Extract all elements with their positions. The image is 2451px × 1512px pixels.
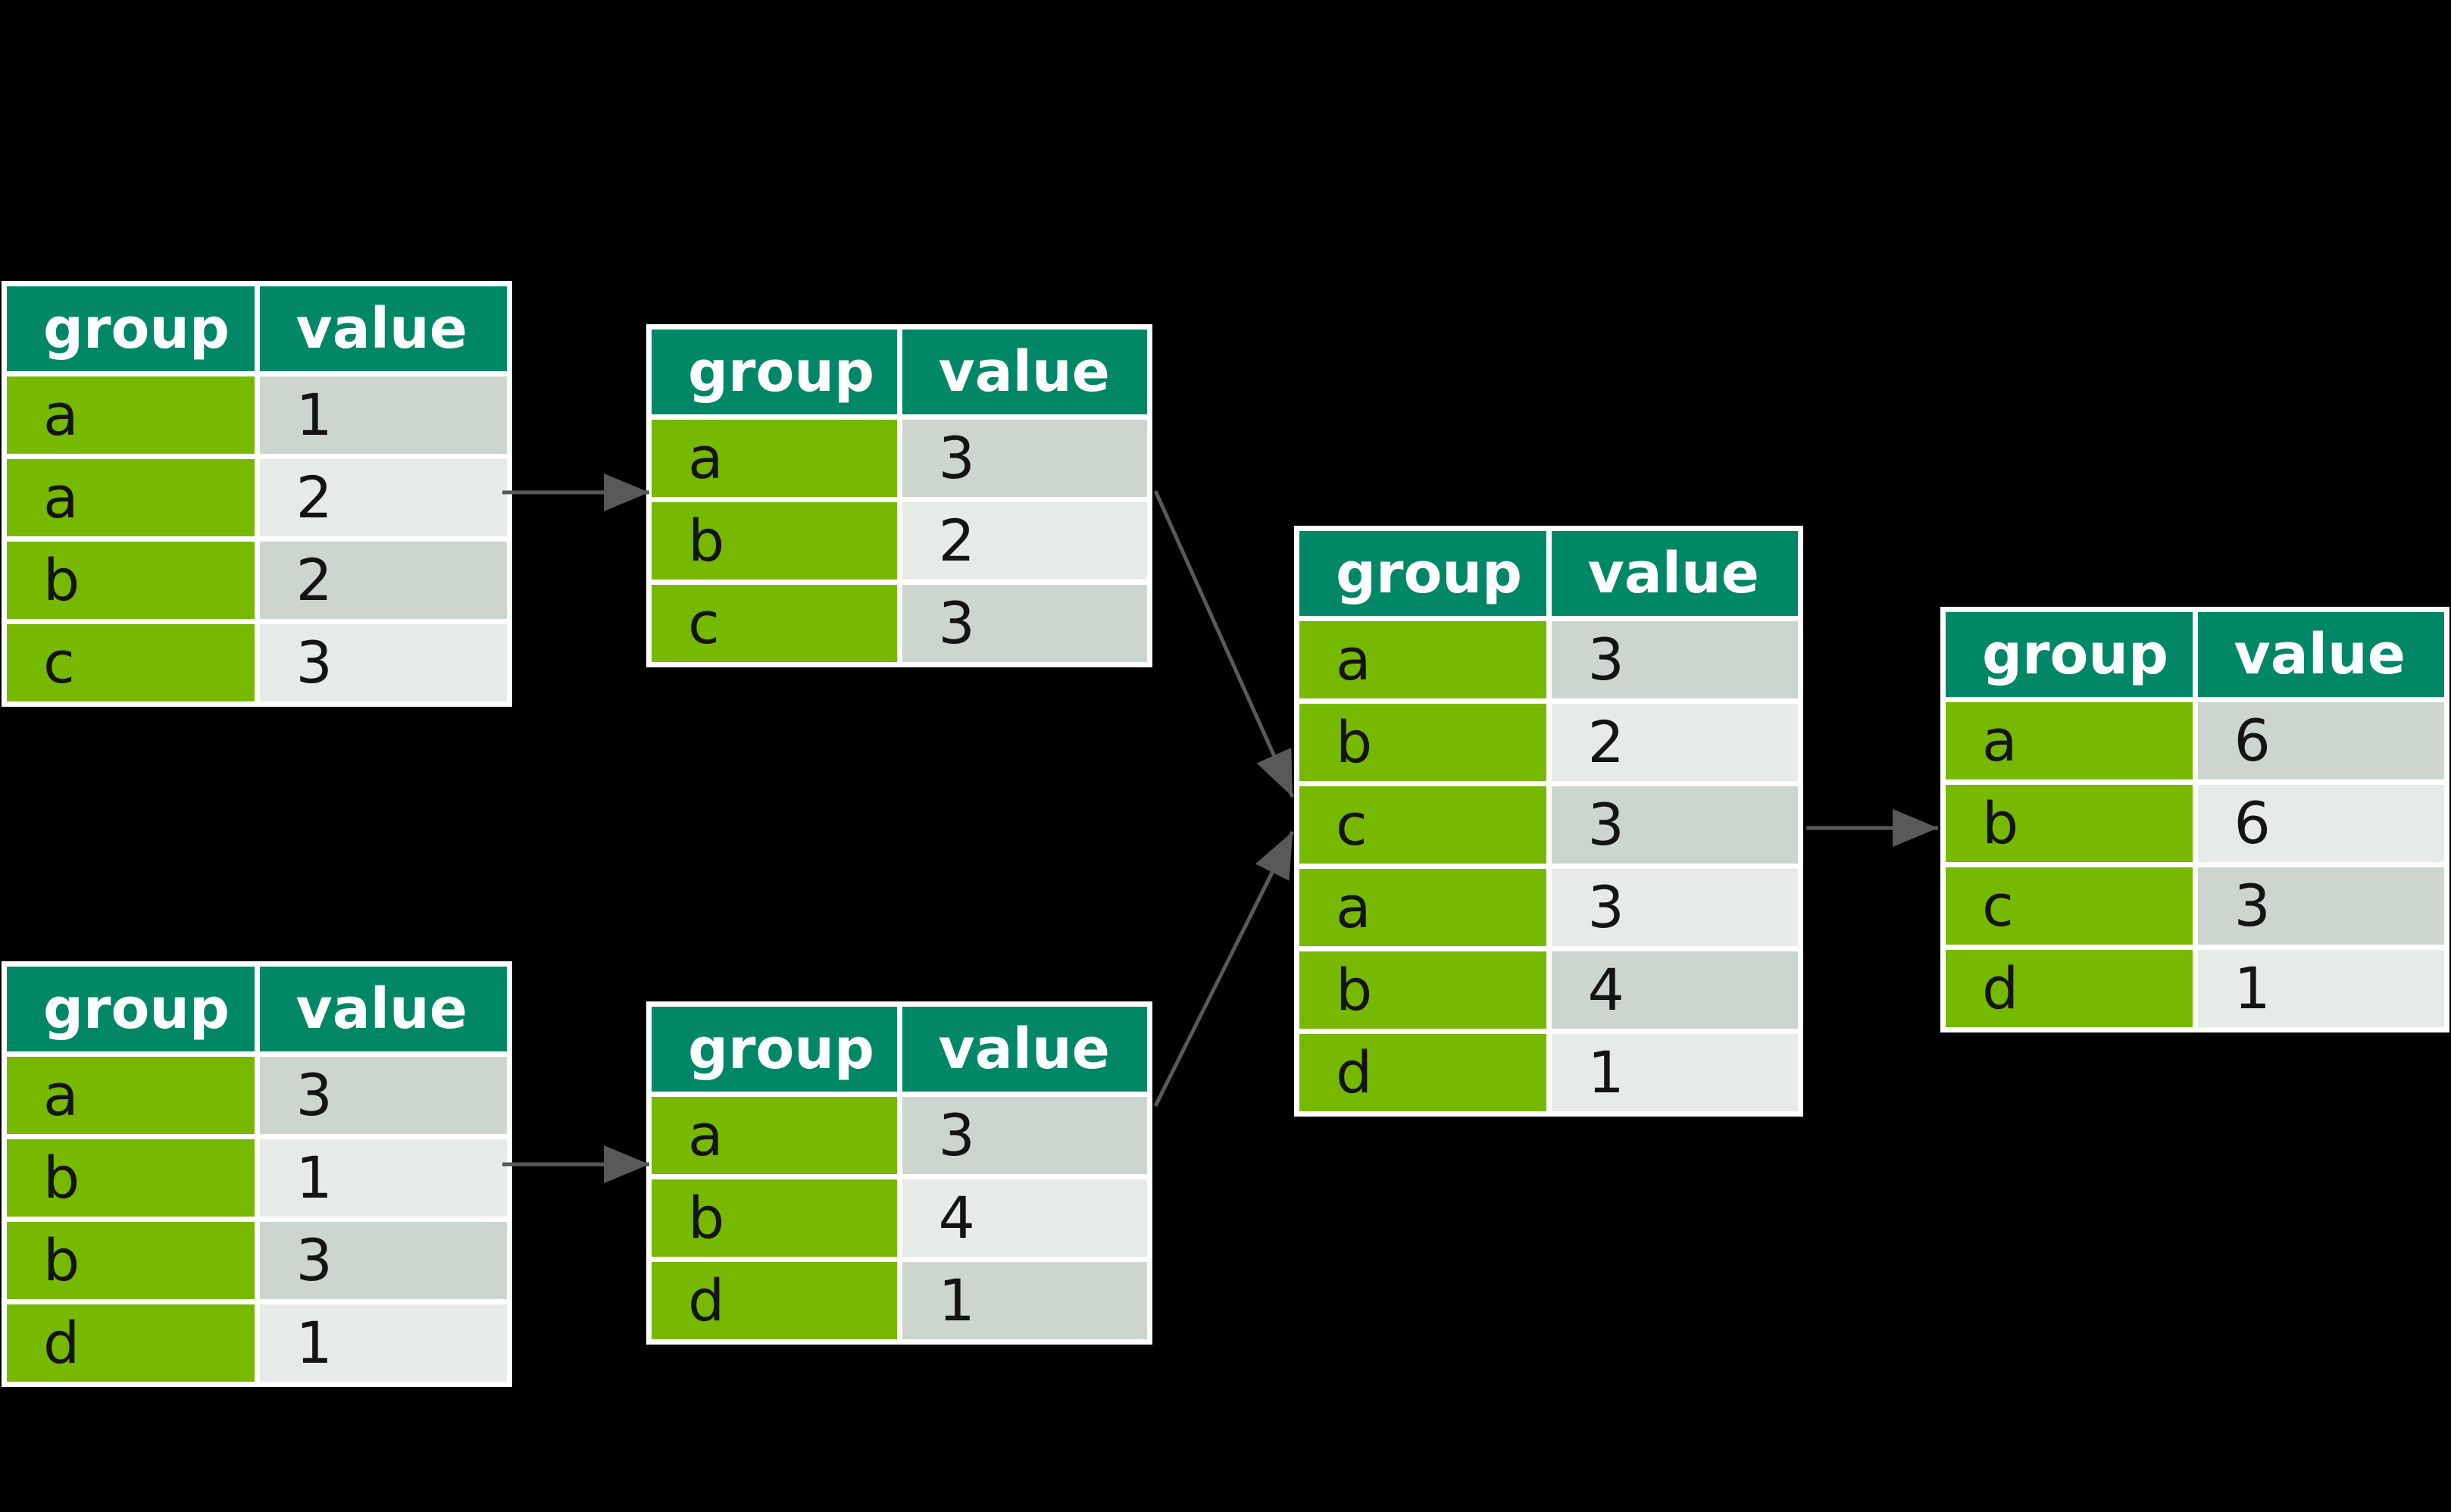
group-cell: a	[1299, 869, 1546, 946]
group-cell: c	[1299, 786, 1546, 864]
group-cell: c	[652, 585, 897, 662]
column-header-value: value	[259, 286, 507, 371]
value-cell: 2	[259, 542, 507, 619]
group-cell: b	[652, 502, 897, 579]
column-header-value: value	[902, 330, 1147, 414]
group-cell: b	[652, 1179, 897, 1257]
arrow-summary-top-to-combined	[1153, 489, 1295, 798]
group-cell: b	[1299, 704, 1546, 781]
arrow-summary-bottom-to-combined	[1153, 830, 1295, 1107]
group-cell: b	[7, 1222, 255, 1299]
value-cell: 2	[1551, 704, 1798, 781]
value-cell: 1	[259, 1139, 507, 1217]
group-cell: a	[7, 376, 255, 454]
value-cell: 3	[1551, 869, 1798, 946]
column-header-value: value	[2197, 612, 2444, 697]
value-cell: 1	[259, 1304, 507, 1382]
group-cell: a	[652, 420, 897, 497]
column-header-value: value	[1551, 531, 1798, 616]
value-cell: 3	[2197, 867, 2444, 945]
value-cell: 2	[902, 502, 1147, 579]
value-cell: 1	[259, 376, 507, 454]
group-cell: a	[1946, 702, 2193, 779]
value-cell: 1	[902, 1262, 1147, 1339]
group-cell: a	[1299, 621, 1546, 698]
column-header-group: group	[7, 286, 255, 371]
group-cell: d	[1299, 1034, 1546, 1111]
column-header-group: group	[1946, 612, 2193, 697]
value-cell: 2	[259, 459, 507, 536]
column-header-group: group	[7, 967, 255, 1051]
group-cell: b	[1299, 951, 1546, 1029]
group-cell: d	[7, 1304, 255, 1382]
column-header-group: group	[652, 330, 897, 414]
group-cell: d	[1946, 950, 2193, 1027]
group-cell: a	[652, 1097, 897, 1174]
group-cell: b	[1946, 785, 2193, 862]
value-cell: 4	[902, 1179, 1147, 1257]
value-cell: 3	[259, 1222, 507, 1299]
value-cell: 3	[1551, 786, 1798, 864]
column-header-group: group	[1299, 531, 1546, 616]
group-cell: c	[7, 624, 255, 701]
group-cell: c	[1946, 867, 2193, 945]
value-cell: 6	[2197, 702, 2444, 779]
value-cell: 3	[1551, 621, 1798, 698]
group-cell: d	[652, 1262, 897, 1339]
group-cell: a	[7, 459, 255, 536]
value-cell: 3	[902, 420, 1147, 497]
value-cell: 3	[259, 624, 507, 701]
value-cell: 3	[259, 1057, 507, 1134]
column-header-value: value	[902, 1007, 1147, 1092]
column-header-group: group	[652, 1007, 897, 1092]
value-cell: 1	[2197, 950, 2444, 1027]
value-cell: 3	[902, 1097, 1147, 1174]
group-cell: b	[7, 1139, 255, 1217]
group-cell: b	[7, 542, 255, 619]
group-cell: a	[7, 1057, 255, 1134]
value-cell: 6	[2197, 785, 2444, 862]
value-cell: 1	[1551, 1034, 1798, 1111]
value-cell: 3	[902, 585, 1147, 662]
column-header-value: value	[259, 967, 507, 1051]
value-cell: 4	[1551, 951, 1798, 1029]
